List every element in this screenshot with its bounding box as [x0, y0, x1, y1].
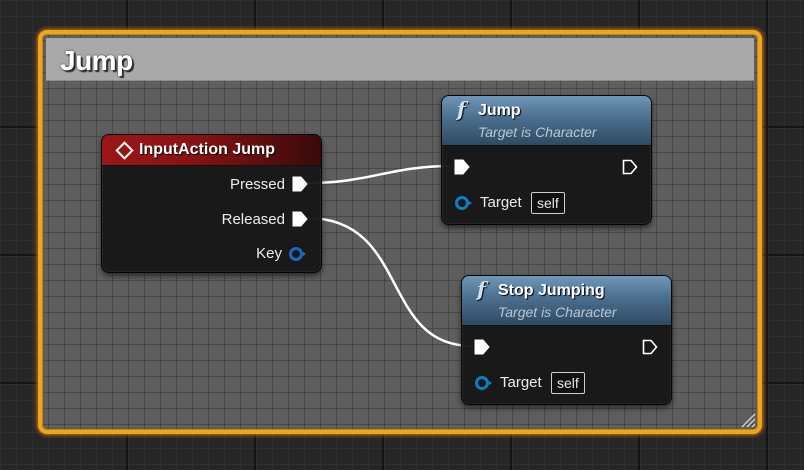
released-pin-label: Released: [221, 211, 285, 228]
pressed-exec-pin[interactable]: [292, 176, 308, 192]
stop-jumping-target-value[interactable]: self: [551, 372, 585, 394]
jump-exec-out-pin[interactable]: [622, 159, 638, 175]
event-diamond-icon: [115, 141, 134, 160]
jump-exec-in-pin[interactable]: [454, 159, 470, 175]
jump-node-header[interactable]: f Jump Target is Character: [442, 96, 651, 146]
stop-jumping-node-subtitle: Target is Character: [498, 304, 617, 320]
stop-jumping-exec-in-pin[interactable]: [474, 339, 490, 355]
input-action-jump-node[interactable]: InputAction Jump Pressed Released Key: [101, 134, 322, 273]
input-action-header[interactable]: InputAction Jump: [102, 135, 321, 166]
stop-jumping-exec-out-pin[interactable]: [642, 339, 658, 355]
jump-target-value[interactable]: self: [531, 192, 565, 214]
stop-jumping-node-header[interactable]: f Stop Jumping Target is Character: [462, 276, 671, 326]
comment-header[interactable]: Jump: [46, 38, 754, 81]
jump-node-title: Jump: [478, 102, 521, 119]
pressed-pin-label: Pressed: [229, 176, 285, 193]
function-icon: f: [457, 97, 466, 121]
stop-jumping-target-label: Target: [500, 374, 542, 391]
key-struct-pin[interactable]: [289, 247, 306, 261]
resize-grip-icon[interactable]: [738, 410, 756, 428]
released-exec-pin[interactable]: [292, 211, 308, 227]
stop-jumping-function-node[interactable]: f Stop Jumping Target is Character Targe…: [461, 275, 672, 405]
function-icon: f: [477, 277, 486, 301]
jump-target-label: Target: [480, 194, 522, 211]
jump-node-subtitle: Target is Character: [478, 124, 597, 140]
jump-target-pin[interactable]: [455, 196, 472, 210]
input-action-title: InputAction Jump: [139, 141, 275, 158]
key-pin-label: Key: [256, 245, 282, 262]
stop-jumping-node-title: Stop Jumping: [498, 282, 605, 299]
jump-function-node[interactable]: f Jump Target is Character Target self: [441, 95, 652, 225]
comment-title[interactable]: Jump: [60, 45, 133, 76]
stop-jumping-target-pin[interactable]: [475, 376, 492, 390]
